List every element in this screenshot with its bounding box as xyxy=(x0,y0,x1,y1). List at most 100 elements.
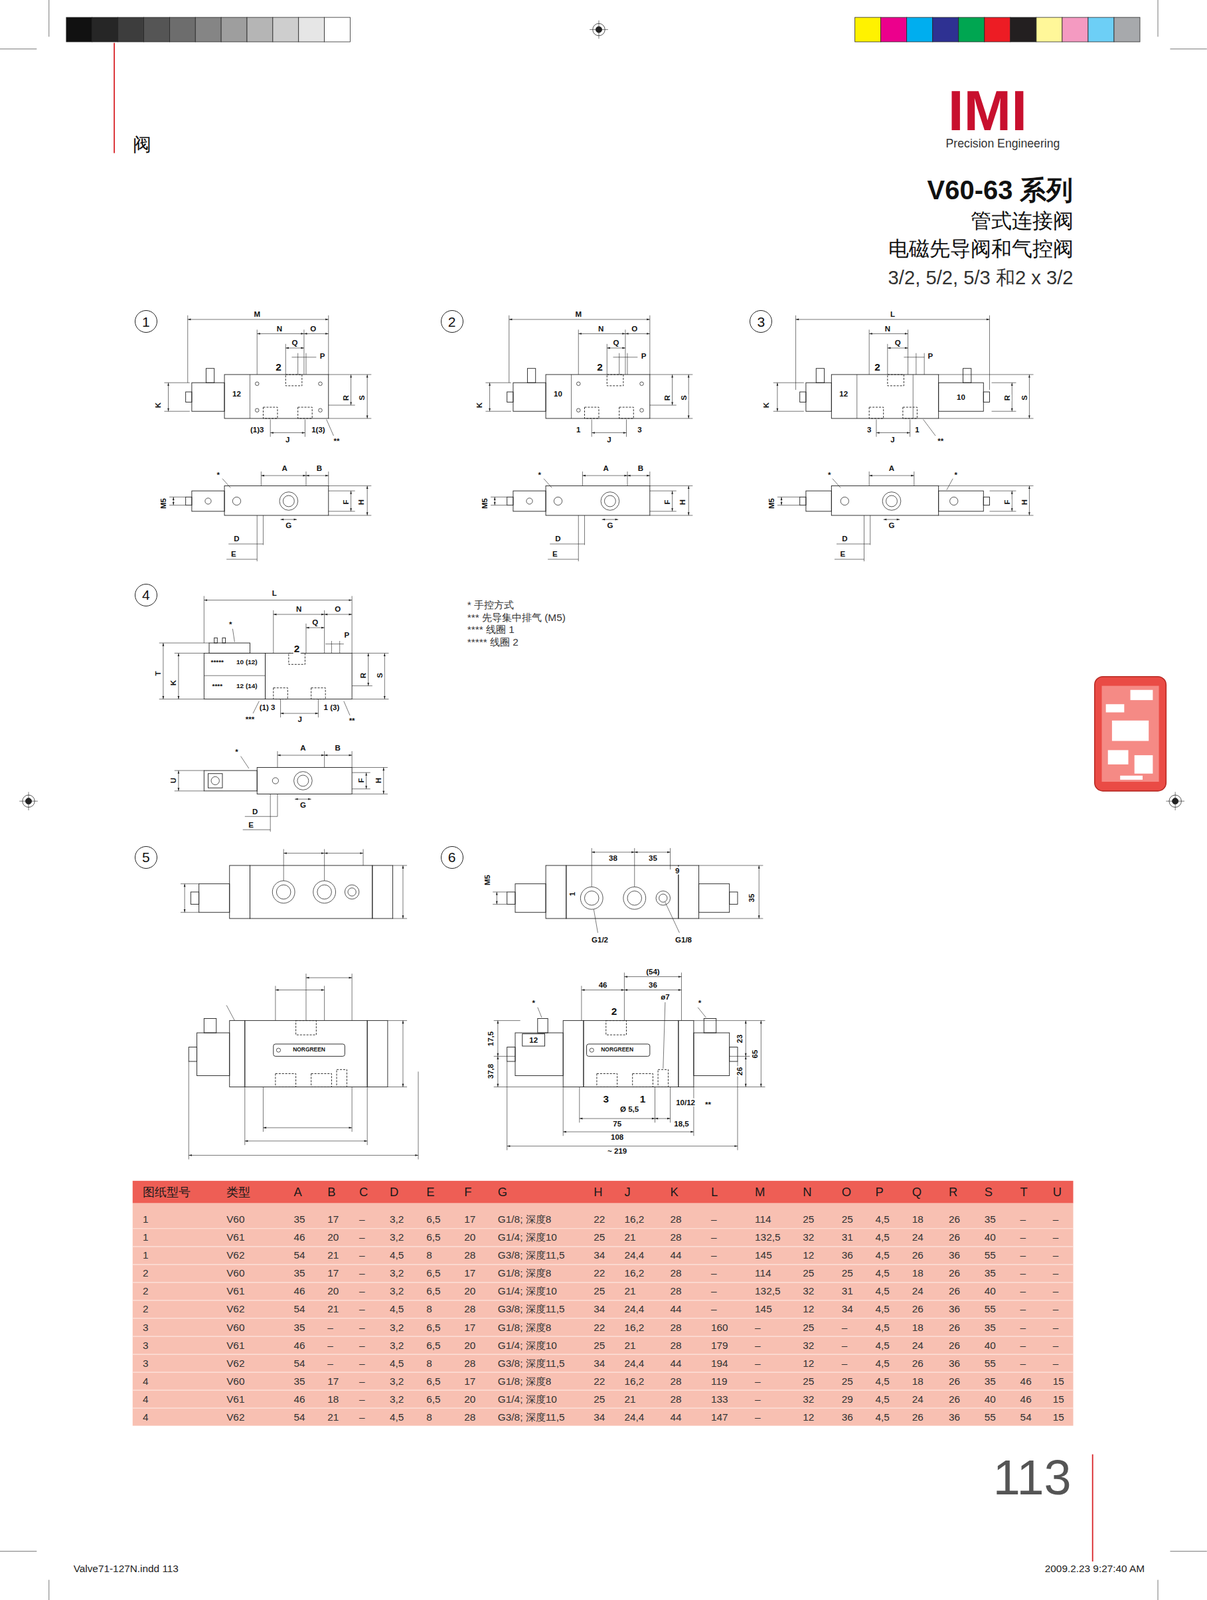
dimension-label: P xyxy=(319,351,326,361)
page-title: V60-63 系列 xyxy=(927,175,1074,206)
dimension-label: H xyxy=(374,776,384,784)
dimension-label: D xyxy=(841,534,848,544)
leader-line xyxy=(343,701,350,716)
dimension-arrow xyxy=(493,501,496,506)
dimension-line xyxy=(306,977,352,978)
dimension-arrow xyxy=(383,695,386,700)
port-circle xyxy=(659,893,668,902)
dimension-arrow xyxy=(349,507,352,512)
dimension-label: 35 xyxy=(647,853,658,863)
dimension-label: E xyxy=(230,549,238,559)
table-header: B xyxy=(327,1185,336,1199)
drawing-line xyxy=(328,490,356,492)
dimension-label: F xyxy=(1002,498,1012,505)
outline xyxy=(249,865,372,919)
dimension-label: NORGREEN xyxy=(600,1046,635,1053)
dimension-label: T xyxy=(154,670,163,677)
drawing-line xyxy=(351,750,353,768)
dimension-arrow xyxy=(488,382,491,386)
table-cell: 12 xyxy=(802,1303,814,1315)
table-cell: 4,5 xyxy=(875,1213,889,1225)
dimension-line xyxy=(745,1020,747,1057)
drawing-line xyxy=(612,356,638,358)
table-cell: – xyxy=(1052,1267,1059,1279)
dimension-line xyxy=(275,989,325,990)
port-hidden xyxy=(298,406,313,419)
drawing-line xyxy=(276,750,278,768)
dimension-arrow xyxy=(678,988,682,991)
drawing-line xyxy=(256,329,258,375)
drawing-line xyxy=(938,514,1034,516)
table-cell: 20 xyxy=(464,1392,476,1405)
dimension-arrow xyxy=(294,518,298,521)
outline xyxy=(729,891,738,904)
outline xyxy=(367,1020,388,1087)
dimension-label: 3 xyxy=(866,425,872,435)
color-bar xyxy=(958,17,985,42)
outline xyxy=(983,391,990,402)
table-cell: 16,2 xyxy=(624,1267,644,1279)
dimension-line xyxy=(365,772,367,789)
table-cell: – xyxy=(359,1303,366,1315)
leader-line xyxy=(222,478,231,488)
outline xyxy=(938,382,984,411)
table-cell: V60 xyxy=(226,1213,245,1225)
dimension-arrow xyxy=(1028,485,1031,489)
port-hidden xyxy=(596,1073,618,1087)
table-rule xyxy=(132,1335,1074,1336)
dimension-line xyxy=(306,627,325,629)
port-hidden xyxy=(887,374,905,386)
dimension-line xyxy=(591,851,635,853)
table-cell: 15 xyxy=(1052,1410,1065,1423)
dimension-line xyxy=(606,347,626,348)
dimension-arrow xyxy=(1011,408,1014,412)
dimension-arrow xyxy=(277,754,281,757)
drawing-line xyxy=(328,514,372,516)
table-header-band xyxy=(132,1180,1074,1204)
drawing-line xyxy=(351,685,373,686)
table-cell: 4,5 xyxy=(875,1267,889,1279)
table-cell: 24 xyxy=(912,1339,924,1351)
dimension-line xyxy=(280,713,319,714)
crop-mark xyxy=(48,1579,50,1600)
table-cell: – xyxy=(327,1339,334,1351)
table-cell: 36 xyxy=(948,1410,961,1423)
drawing-line xyxy=(174,790,205,791)
dimension-arrow xyxy=(167,382,170,386)
dimension-arrow xyxy=(623,431,627,434)
dimension-label: E xyxy=(839,549,846,559)
table-cell: 6,5 xyxy=(426,1231,441,1243)
dimension-label: 1 xyxy=(568,890,577,897)
drawing-line xyxy=(351,788,371,789)
leader-line xyxy=(832,478,841,488)
drawing-line xyxy=(580,985,582,1020)
table-cell: 22 xyxy=(593,1267,605,1279)
dimension-line xyxy=(277,754,325,756)
drawing-line xyxy=(624,971,625,1020)
dimension-line xyxy=(883,519,901,520)
table-cell: – xyxy=(1020,1213,1027,1225)
drawing-line xyxy=(693,1019,766,1021)
dimension-label: 18,5 xyxy=(673,1118,690,1128)
table-cell: 55 xyxy=(984,1410,996,1423)
dimension-label: Q xyxy=(311,618,319,627)
port-circle xyxy=(604,495,616,507)
table-cell: 35 xyxy=(984,1374,996,1387)
dimension-arrow xyxy=(646,318,650,321)
table-cell: 22 xyxy=(593,1374,605,1387)
table-header: L xyxy=(711,1185,718,1199)
table-header: T xyxy=(1020,1185,1028,1199)
port-circle xyxy=(232,496,241,505)
table-cell: 28 xyxy=(464,1249,476,1261)
outline xyxy=(831,485,939,516)
dimension-label: Q xyxy=(894,338,902,348)
drawing-line xyxy=(351,652,389,654)
port-circle xyxy=(584,890,599,905)
dimension-label: * xyxy=(827,470,832,479)
table-cell: 16,2 xyxy=(624,1374,644,1387)
table-cell: V60 xyxy=(226,1321,245,1333)
table-cell: 3,2 xyxy=(389,1374,404,1387)
table-rule xyxy=(132,1407,1074,1409)
dimension-label: 46 xyxy=(598,979,609,989)
table-cell: – xyxy=(1020,1321,1027,1333)
